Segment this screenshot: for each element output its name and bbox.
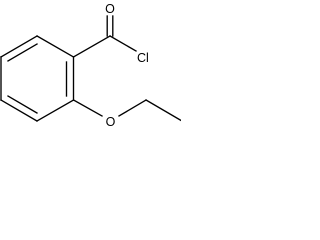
ethoxy-group: O — [72, 99, 181, 129]
bond-ether-oxygen-ch2 — [118, 99, 147, 117]
ring-double-bond-inner-lower-left — [7, 95, 38, 114]
acyl-chloride-group: O Cl — [72, 2, 149, 65]
bond-ring-carbonyl-carbon — [72, 35, 111, 58]
atom-label-ether-oxygen: O — [106, 115, 116, 129]
ring-bond-c5-c6 — [0, 35, 38, 58]
atom-label-chlorine: Cl — [137, 51, 149, 65]
ring-bond-c3-c4 — [0, 99, 38, 122]
bond-ring-ether-oxygen — [72, 99, 103, 117]
bond-ch2-ch3 — [145, 99, 181, 122]
atom-label-carbonyl-oxygen: O — [105, 2, 115, 16]
benzene-ring — [0, 35, 75, 122]
chemical-structure-diagram: O Cl O — [0, 2, 181, 129]
ring-bond-c2-c3 — [36, 99, 75, 122]
ring-double-bond-inner-upper-left — [7, 43, 38, 62]
bond-carbon-chlorine — [109, 35, 137, 52]
ring-bond-c6-c1 — [36, 35, 75, 58]
